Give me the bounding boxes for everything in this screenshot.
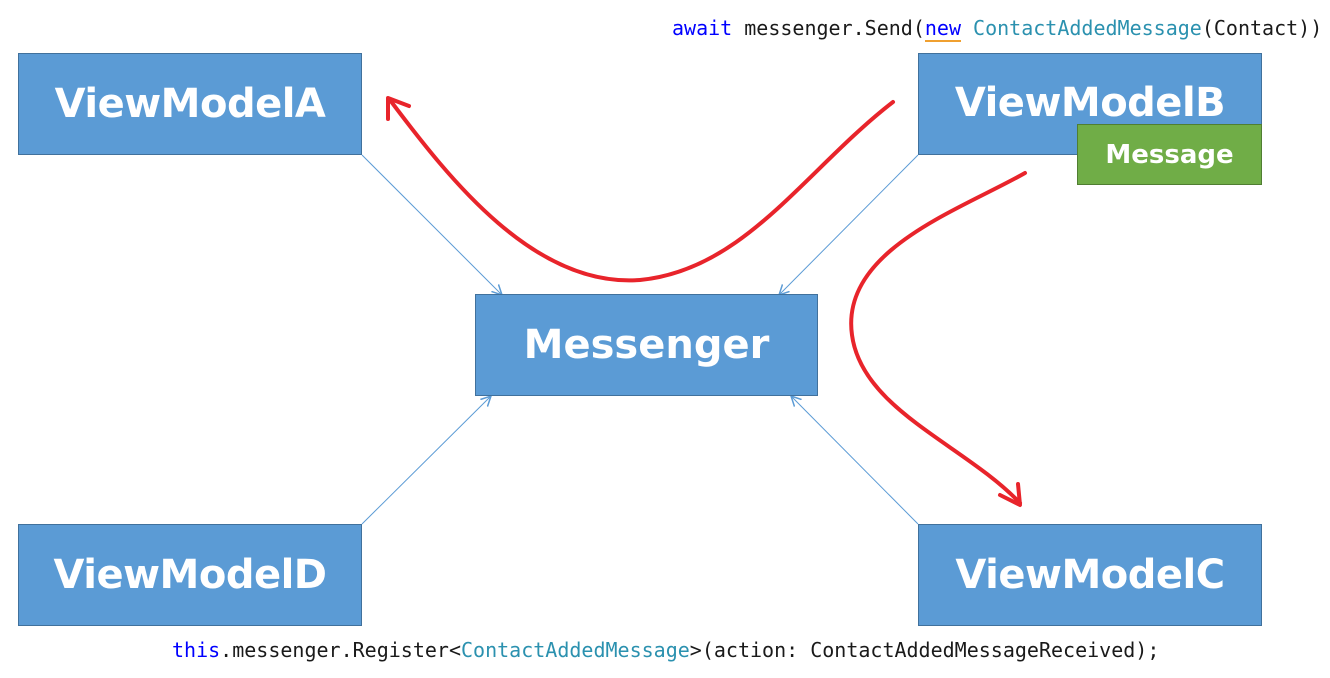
viewmodel-b-label: ViewModelB <box>954 80 1226 126</box>
viewmodel-a-node: ViewModelA <box>18 53 362 155</box>
send-call: messenger.Send( <box>732 16 925 40</box>
messenger-label: Messenger <box>523 322 770 368</box>
register-code-snippet: this.messenger.Register<ContactAddedMess… <box>172 638 1159 662</box>
send-message-type: ContactAddedMessage <box>973 16 1202 40</box>
message-badge-label: Message <box>1105 139 1234 170</box>
connector-d-to-messenger <box>361 396 491 525</box>
viewmodel-c-node: ViewModelC <box>918 524 1262 626</box>
flow-arrow-to-viewmodel-c <box>849 171 1027 505</box>
new-keyword: new <box>924 16 961 42</box>
this-keyword: this <box>172 638 221 662</box>
send-space <box>961 16 973 40</box>
register-call: .messenger.Register< <box>220 638 461 662</box>
flow-arrowhead-a <box>386 96 411 121</box>
send-code-snippet: await messenger.Send(new ContactAddedMes… <box>672 16 1323 42</box>
viewmodel-c-label: ViewModelC <box>955 552 1225 598</box>
message-badge: Message <box>1077 124 1262 185</box>
register-message-type: ContactAddedMessage <box>461 638 690 662</box>
viewmodel-d-label: ViewModelD <box>53 552 327 598</box>
await-keyword: await <box>672 16 733 40</box>
viewmodel-a-label: ViewModelA <box>54 81 326 127</box>
flow-arrowhead-c <box>998 482 1022 507</box>
flow-arrow-to-viewmodel-a <box>388 98 895 283</box>
connector-c-to-messenger <box>791 396 919 525</box>
viewmodel-d-node: ViewModelD <box>18 524 362 626</box>
messenger-node: Messenger <box>475 294 818 396</box>
send-args: (Contact)) <box>1201 16 1323 40</box>
register-args: >(action: ContactAddedMessageReceived); <box>689 638 1160 662</box>
connector-b-to-messenger <box>779 154 919 295</box>
connector-a-to-messenger <box>361 154 502 295</box>
